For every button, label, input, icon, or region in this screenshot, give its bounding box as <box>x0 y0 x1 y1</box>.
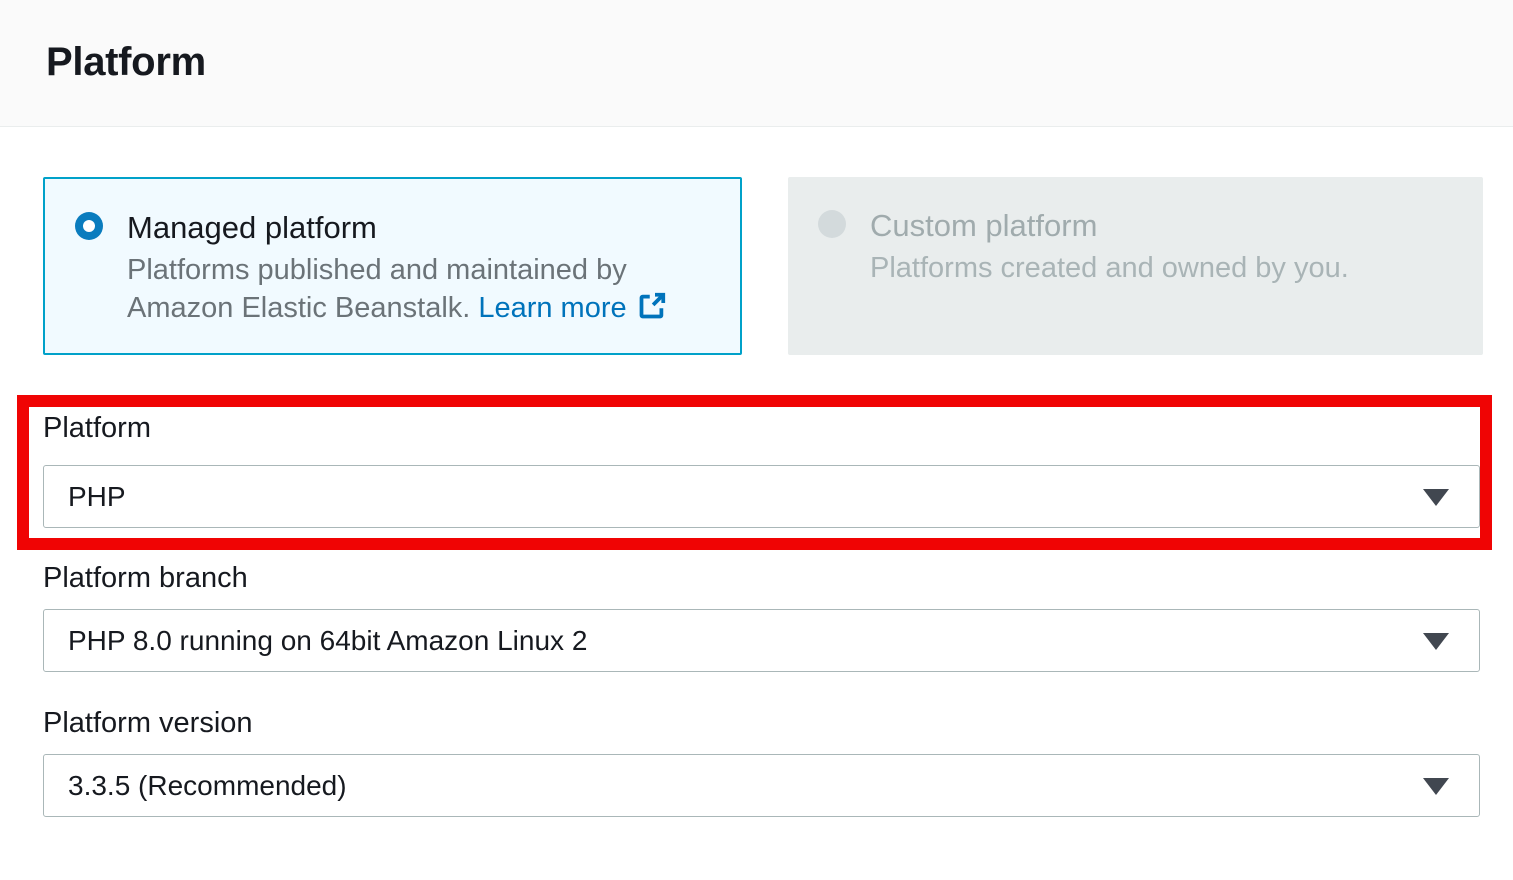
custom-platform-option: Custom platform Platforms created and ow… <box>788 177 1483 355</box>
caret-down-icon <box>1423 632 1449 650</box>
platform-field-label: Platform <box>43 412 151 444</box>
external-link-icon <box>637 291 667 321</box>
managed-platform-description: Platforms published and maintained by Am… <box>127 251 667 327</box>
platform-branch-label: Platform branch <box>43 562 248 594</box>
learn-more-link[interactable]: Learn more <box>478 292 627 324</box>
platform-section-header: Platform <box>0 0 1513 127</box>
platform-branch-value: PHP 8.0 running on 64bit Amazon Linux 2 <box>68 624 588 656</box>
platform-select-value: PHP <box>68 480 126 512</box>
platform-branch-select[interactable]: PHP 8.0 running on 64bit Amazon Linux 2 <box>43 609 1480 672</box>
custom-platform-description: Platforms created and owned by you. <box>870 252 1349 284</box>
custom-platform-text: Custom platform Platforms created and ow… <box>870 207 1349 287</box>
platform-branch-field: Platform branch PHP 8.0 running on 64bit… <box>43 563 1480 672</box>
managed-platform-title: Managed platform <box>127 210 377 245</box>
radio-selected-icon[interactable] <box>75 212 103 240</box>
platform-version-value: 3.3.5 (Recommended) <box>68 769 347 801</box>
platform-version-label: Platform version <box>43 707 253 739</box>
platform-type-options: Managed platform Platforms published and… <box>43 177 1483 355</box>
custom-platform-title: Custom platform <box>870 208 1098 243</box>
platform-version-field: Platform version 3.3.5 (Recommended) <box>43 708 1480 817</box>
managed-desc-line1: Platforms published and maintained by <box>127 254 627 286</box>
caret-down-icon <box>1423 488 1449 506</box>
managed-platform-text: Managed platform Platforms published and… <box>127 209 667 327</box>
platform-version-select[interactable]: 3.3.5 (Recommended) <box>43 754 1480 817</box>
managed-platform-option[interactable]: Managed platform Platforms published and… <box>43 177 742 355</box>
platform-select[interactable]: PHP <box>43 465 1480 528</box>
caret-down-icon <box>1423 777 1449 795</box>
radio-disabled-icon <box>818 210 846 238</box>
red-highlight-annotation: Platform PHP <box>17 395 1492 550</box>
managed-desc-line2: Amazon Elastic Beanstalk. <box>127 292 471 324</box>
page-title: Platform <box>46 40 206 84</box>
